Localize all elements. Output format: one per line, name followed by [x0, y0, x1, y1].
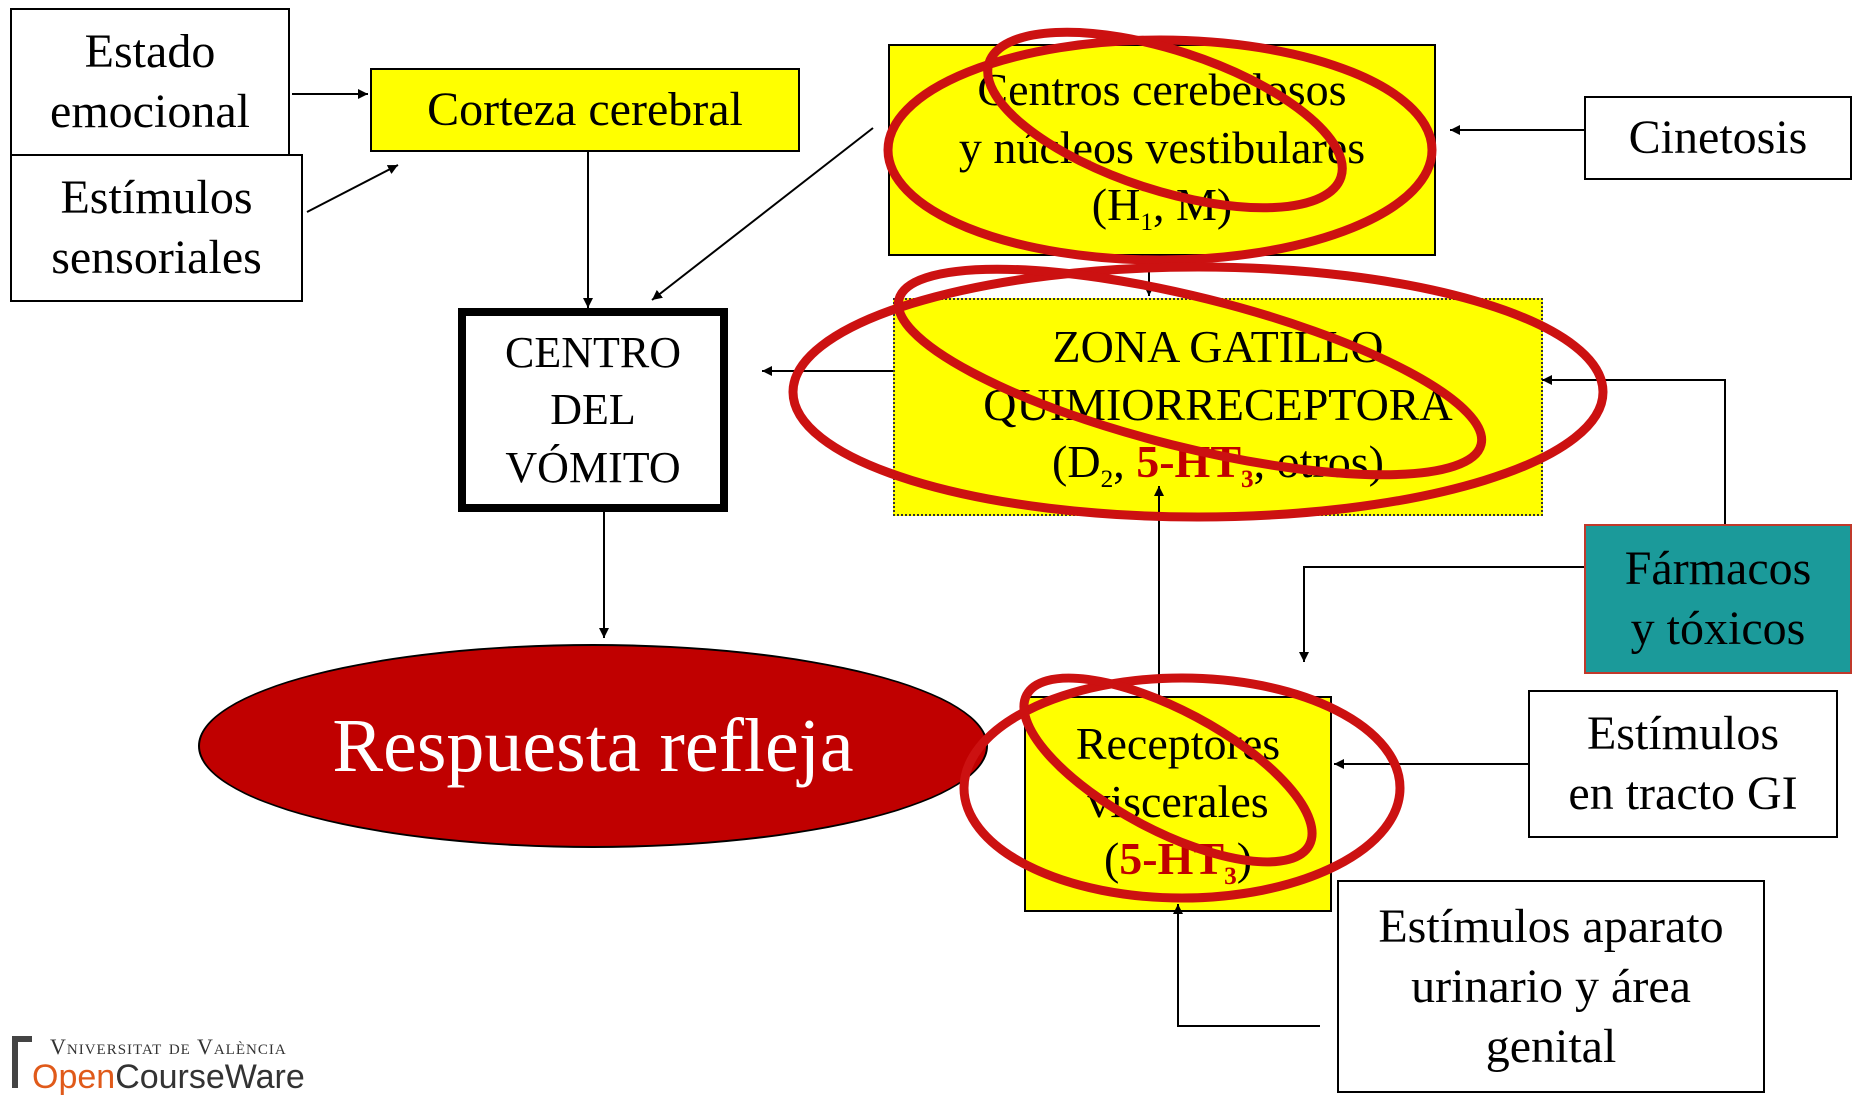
estimulos-sensoriales-line2: sensoriales: [51, 231, 262, 284]
estimulos-urinario-line2: urinario y área: [1411, 959, 1691, 1013]
centro-vomito-line3: VÓMITO: [505, 442, 681, 492]
logo-bracket-icon: [12, 1036, 32, 1088]
estimulos-urinario-box: Estímulos aparato urinario y área genita…: [1337, 880, 1765, 1093]
arrow-estimulos-to-corteza: [306, 164, 399, 213]
centros-cerebelosos-box: Centros cerebelosos y núcleos vestibular…: [888, 44, 1436, 256]
logo-courseware-text: CourseWare: [115, 1058, 305, 1096]
estimulos-urinario-line3: genital: [1485, 1019, 1617, 1073]
centro-vomito-box: CENTRO DEL VÓMITO: [458, 308, 728, 512]
corteza-cerebral-label: Corteza cerebral: [427, 83, 743, 136]
estado-emocional-line2: emocional: [50, 85, 250, 138]
arrow-urinario-to-receptores: [1173, 904, 1320, 1027]
respuesta-refleja-label: Respuesta refleja: [332, 703, 854, 788]
zona-gatillo-line3-sep: ,: [1113, 436, 1137, 488]
centro-vomito-line1: CENTRO: [505, 328, 681, 378]
receptores-viscerales-line2: viscerales: [1087, 775, 1269, 827]
arrow-centros-to-centro: [651, 127, 874, 301]
estado-emocional-line1: Estado: [84, 25, 216, 78]
estimulos-gi-box: Estímulos en tracto GI: [1528, 690, 1838, 838]
prohibition-receptores: [959, 673, 1405, 903]
estimulos-sensoriales-line1: Estímulos: [60, 171, 253, 224]
cinetosis-box: Cinetosis: [1584, 96, 1852, 180]
zona-gatillo-box: ZONA GATILLO QUIMIORRECEPTORA (D2, 5-HT3…: [893, 298, 1543, 516]
estimulos-sensoriales-box: Estímulos sensoriales: [10, 154, 303, 302]
zona-gatillo-line1: ZONA GATILLO: [1052, 321, 1384, 373]
logo-opencourseware: OpenCourseWare: [32, 1060, 305, 1094]
estimulos-gi-line2: en tracto GI: [1568, 767, 1798, 820]
estimulos-gi-line1: Estímulos: [1586, 707, 1780, 760]
prohibition-zona: [788, 262, 1608, 522]
zona-gatillo-line3-open: (D: [1052, 436, 1101, 488]
cinetosis-label: Cinetosis: [1628, 111, 1808, 164]
logo-university-name: Vniversitat de València: [50, 1034, 287, 1059]
farmacos-box: Fármacos y tóxicos: [1584, 524, 1852, 674]
receptores-viscerales-line3: (5-HT3): [1104, 830, 1252, 893]
receptores-viscerales-line3-open: (: [1103, 833, 1120, 885]
arrow-farmacos-to-receptores: [1299, 566, 1584, 662]
estado-emocional-box: Estado emocional: [10, 8, 290, 156]
centros-cerebelosos-line3-pre: (H: [1091, 179, 1141, 231]
receptores-viscerales-box: Receptores viscerales (5-HT3): [1024, 696, 1332, 912]
estimulos-urinario-line1: Estímulos aparato: [1378, 899, 1724, 953]
centros-cerebelosos-line1: Centros cerebelosos: [977, 64, 1347, 116]
corteza-cerebral-box: Corteza cerebral: [370, 68, 800, 152]
universitat-valencia-ocw-logo: Vniversitat de València OpenCourseWare: [8, 1030, 368, 1094]
zona-gatillo-line2: QUIMIORRECEPTORA: [983, 378, 1453, 430]
arrow-farmacos-to-zona: [1542, 375, 1726, 524]
prohibition-centros: [883, 27, 1437, 265]
farmacos-line2: y tóxicos: [1630, 602, 1806, 655]
centros-cerebelosos-line3-sub: 1: [1140, 208, 1153, 237]
respuesta-refleja-ellipse: Respuesta refleja: [198, 644, 988, 848]
zona-gatillo-line3-sub2: 3: [1241, 465, 1254, 494]
receptores-viscerales-line3-sub: 3: [1224, 862, 1237, 891]
receptores-viscerales-5ht3: 5-HT3: [1119, 833, 1236, 890]
centro-vomito-line2: DEL: [550, 385, 636, 435]
logo-open-text: Open: [32, 1058, 116, 1096]
farmacos-line1: Fármacos: [1624, 542, 1812, 595]
zona-gatillo-line3-sub1: 2: [1100, 465, 1114, 494]
